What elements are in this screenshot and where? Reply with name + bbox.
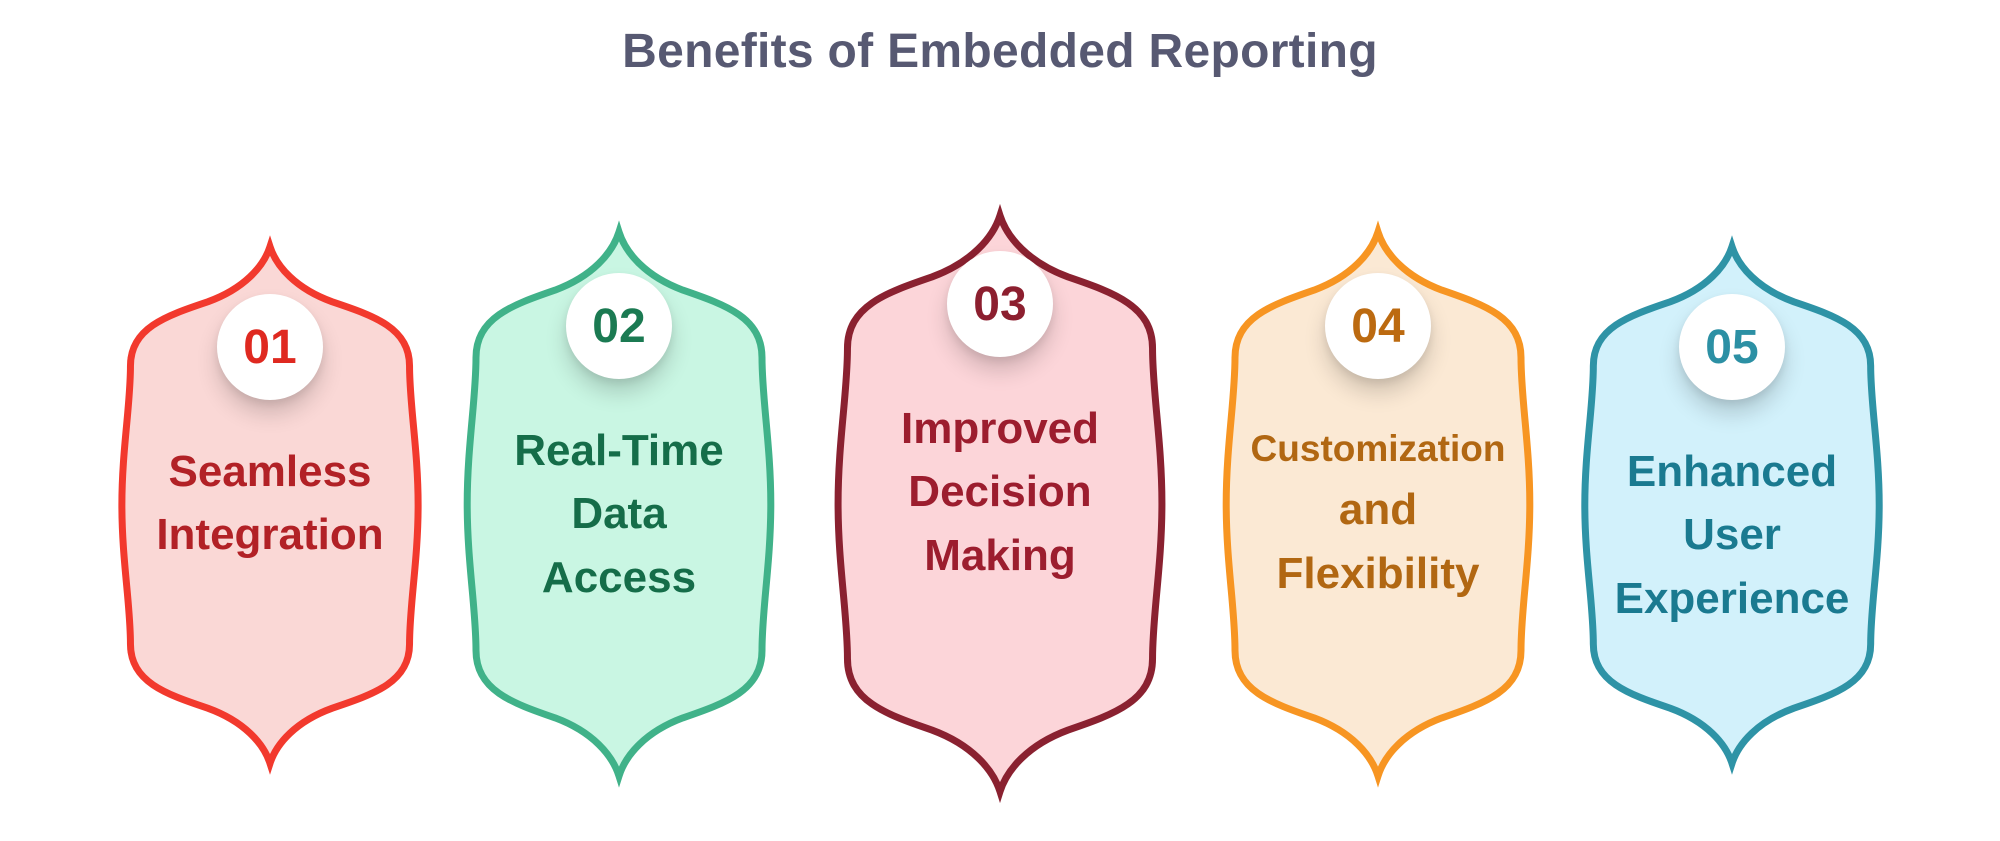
card-number: 02 xyxy=(592,299,646,353)
card-title-line: Making xyxy=(924,530,1076,580)
card-title-line: Integration xyxy=(156,510,384,560)
page-title: Benefits of Embedded Reporting xyxy=(622,25,1378,78)
card-number: 03 xyxy=(973,277,1027,331)
badge-shape-icon xyxy=(824,208,1176,799)
number-circle: 02 xyxy=(566,273,672,379)
number-circle: 01 xyxy=(217,294,323,400)
card-title-line: User xyxy=(1683,510,1781,560)
card-title-line: Real-Time xyxy=(514,426,724,475)
card-title-line: Decision xyxy=(908,467,1092,517)
card-number: 01 xyxy=(243,320,297,374)
card-title-line: Improved xyxy=(900,404,1100,453)
number-circle: 05 xyxy=(1679,294,1785,400)
badge-shape-icon xyxy=(1213,225,1543,783)
card-title-line: Flexibility xyxy=(1276,548,1480,598)
card-title-line: Experience xyxy=(1614,573,1850,623)
number-circle: 03 xyxy=(947,251,1053,357)
number-circle: 04 xyxy=(1325,273,1431,379)
card-number: 05 xyxy=(1705,320,1759,374)
badge-shape-icon xyxy=(1572,240,1892,770)
card-title-line: Data xyxy=(571,489,667,539)
card-number: 04 xyxy=(1351,299,1405,353)
badge-shape-icon xyxy=(454,225,784,783)
badge-shape-icon xyxy=(109,240,431,770)
card-title-line: and xyxy=(1338,485,1418,535)
card-title-line: Customization xyxy=(1250,428,1506,469)
card-title-line: Seamless xyxy=(168,447,372,496)
card-title-line: Access xyxy=(541,552,697,602)
card-title-line: Enhanced xyxy=(1626,447,1838,496)
